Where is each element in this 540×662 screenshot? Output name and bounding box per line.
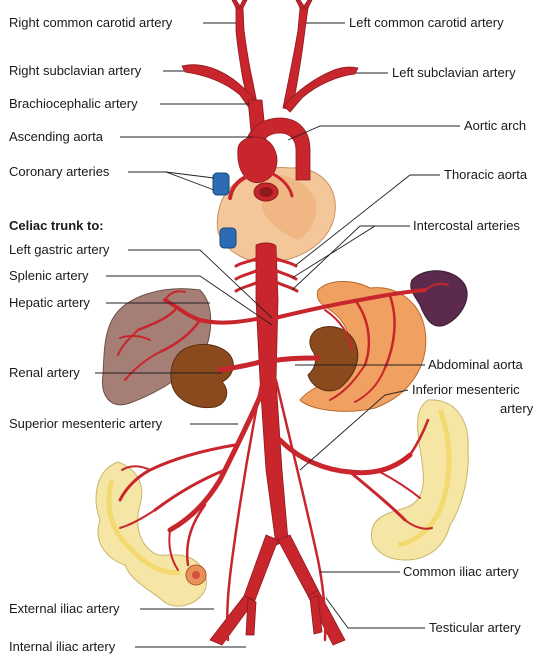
label-left-gastric: Left gastric artery [9, 242, 109, 257]
label-brachiocephalic: Brachiocephalic artery [9, 96, 138, 111]
inferior-vena-cava [220, 228, 236, 248]
common-iliac-left-vessel [244, 535, 278, 600]
label-intercostal: Intercostal arteries [413, 218, 520, 233]
label-abdominal-aorta: Abdominal aorta [428, 357, 523, 372]
label-hepatic: Hepatic artery [9, 295, 90, 310]
inferior-mesenteric-vessel [280, 440, 410, 473]
label-left-subclavian: Left subclavian artery [392, 65, 516, 80]
label-right-subclavian: Right subclavian artery [9, 63, 141, 78]
common-iliac-right-vessel [278, 535, 318, 596]
renal-artery-right-vessel [278, 358, 318, 360]
label-testicular: Testicular artery [429, 620, 521, 635]
label-superior-mesenteric: Superior mesenteric artery [9, 416, 162, 431]
label-aortic-arch: Aortic arch [464, 118, 526, 133]
label-splenic: Splenic artery [9, 268, 88, 283]
label-coronary-arteries: Coronary arteries [9, 164, 109, 179]
label-internal-iliac: Internal iliac artery [9, 639, 115, 654]
label-left-common-carotid: Left common carotid artery [349, 15, 504, 30]
label-ascending-aorta: Ascending aorta [9, 129, 103, 144]
ascending-aorta-vessel [238, 137, 277, 183]
label-thoracic-aorta: Thoracic aorta [444, 167, 527, 182]
label-right-common-carotid: Right common carotid artery [9, 15, 172, 30]
label-external-iliac: External iliac artery [9, 601, 120, 616]
label-celiac-trunk-heading: Celiac trunk to: [9, 218, 104, 233]
internal-iliac-left-vessel [246, 598, 256, 635]
label-common-iliac: Common iliac artery [403, 564, 519, 579]
label-inferior-mesenteric-line2: artery [500, 401, 533, 416]
label-inferior-mesenteric-line1: Inferior mesenteric [412, 382, 520, 397]
superior-vena-cava [213, 173, 229, 195]
kidney-left [171, 344, 233, 407]
label-renal: Renal artery [9, 365, 80, 380]
